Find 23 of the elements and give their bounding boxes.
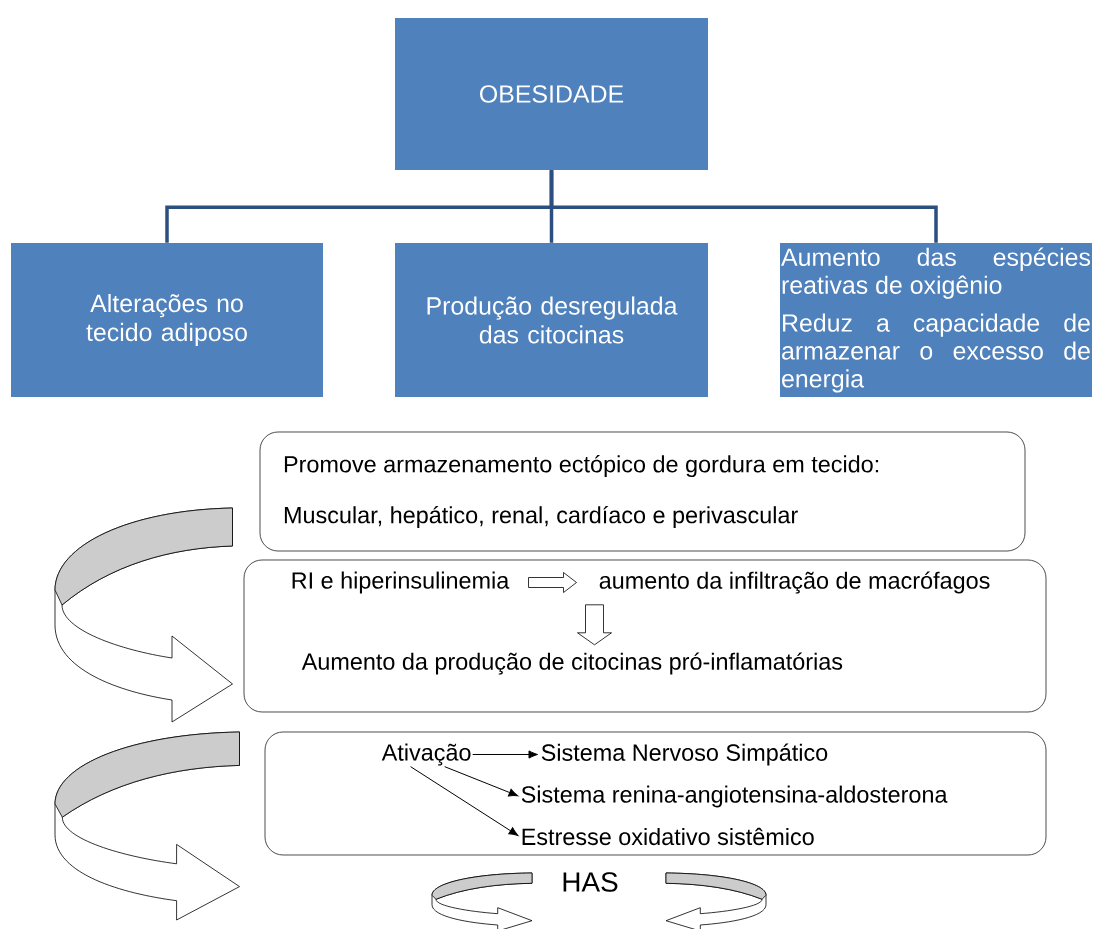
step-text: Ativação <box>381 743 471 766</box>
step-text: Sistema renina-angiotensina-aldosterona <box>521 785 948 808</box>
category-box: Aumento das espécies reativas de oxigênio Reduz a capacidade de armazenar o excesso de energia <box>780 243 1092 397</box>
arrow <box>444 766 519 797</box>
category-box: Produção desregulada das citocinas <box>395 243 708 397</box>
curved-ribbon-arrow <box>54 507 233 723</box>
step-text: Aumento da produção de citocinas pró-inflamatórias <box>301 652 843 675</box>
process-box: Promove armazenamento ectópico de gordura em tecido: Muscular, hepático, renal, cardíaco e perivascular <box>259 431 1026 552</box>
root-box: OBESIDADE <box>395 18 708 170</box>
process-box <box>243 559 1047 713</box>
category-box: Alterações no tecido adiposo <box>11 243 323 397</box>
block-arrow <box>577 604 612 646</box>
step-text: aumento da infiltração de macrófagos <box>599 571 990 594</box>
label-text: HAS <box>563 872 618 892</box>
connector-line <box>549 170 938 243</box>
block-arrow <box>528 572 577 593</box>
step-text: Sistema Nervoso Simpático <box>541 743 828 766</box>
curved-ribbon-arrow <box>54 731 240 921</box>
arrow <box>472 750 539 759</box>
process-box <box>264 731 1047 856</box>
step-text: RI e hiperinsulinemia <box>292 571 510 594</box>
arrow <box>410 766 519 836</box>
step-text: Estresse oxidativo sistêmico <box>522 827 814 846</box>
